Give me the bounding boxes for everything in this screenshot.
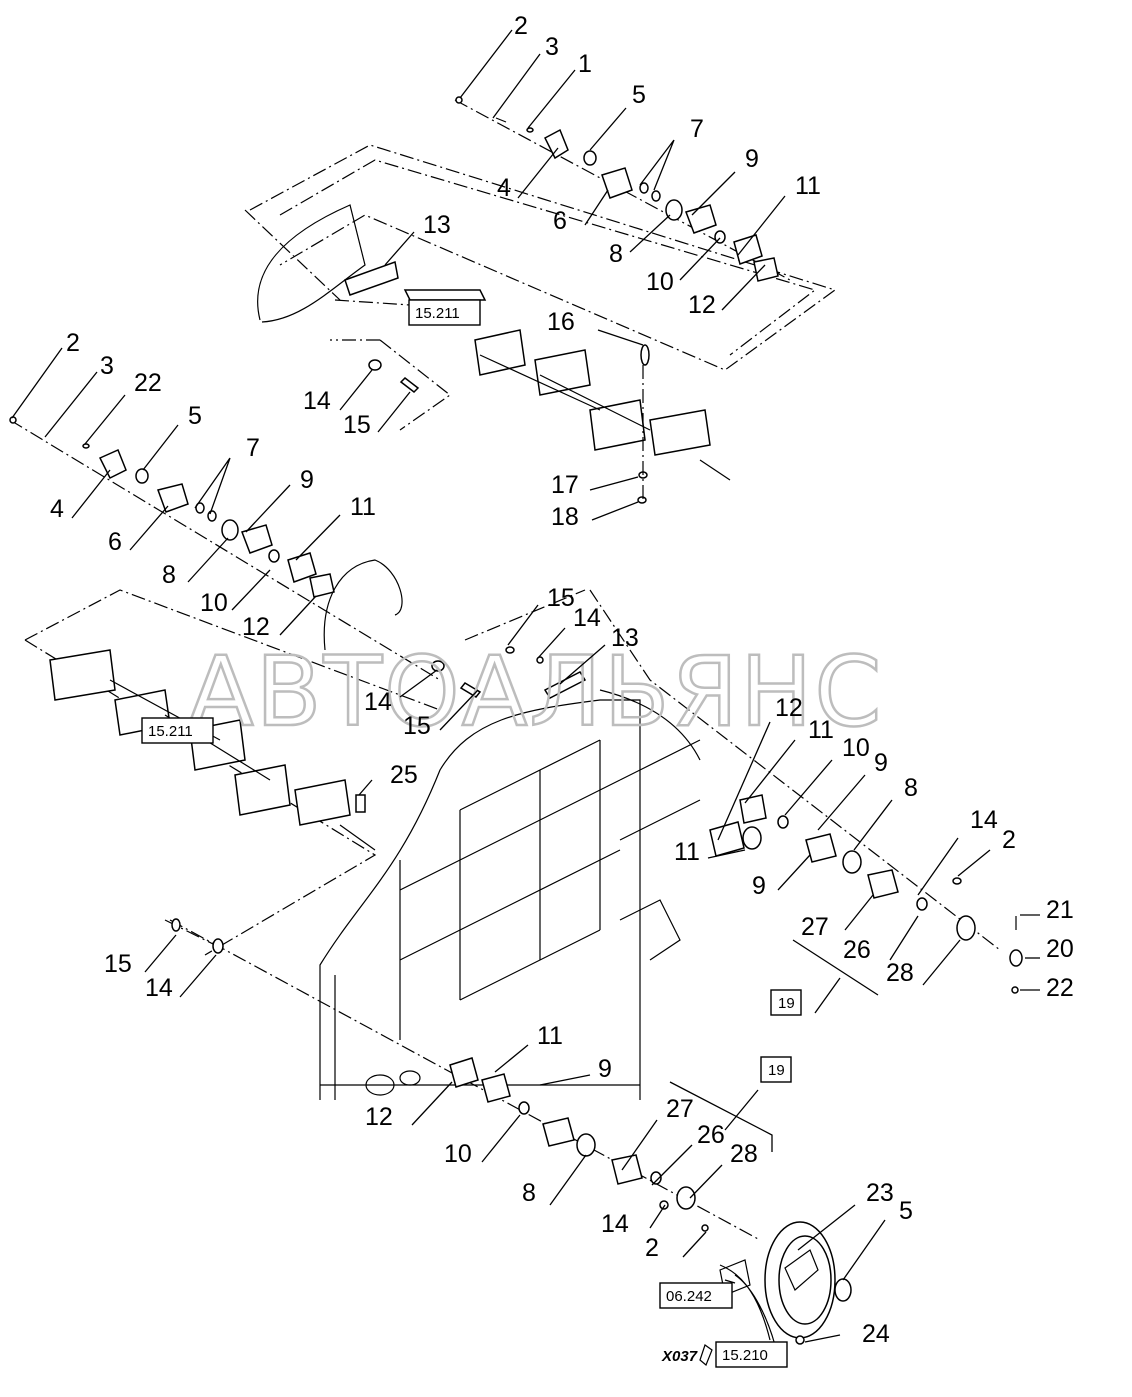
svg-text:06.242: 06.242 xyxy=(666,1288,712,1305)
right-shaft-parts xyxy=(431,646,1023,994)
callout-numbers: 2 3 1 5 7 4 9 6 11 13 8 10 12 16 14 15 1… xyxy=(50,12,1074,1348)
callout-15: 15 xyxy=(547,584,575,612)
callout-22: 22 xyxy=(134,369,162,397)
callout-8: 8 xyxy=(904,774,918,802)
callout-27: 27 xyxy=(801,913,829,941)
callout-6: 6 xyxy=(553,207,567,235)
callout-13: 13 xyxy=(611,624,639,652)
reference-box-15211-middle: 15.211 xyxy=(141,717,214,744)
callout-15: 15 xyxy=(343,411,371,439)
svg-text:19: 19 xyxy=(768,1062,785,1079)
reference-box-15210: 15.210 xyxy=(715,1341,788,1368)
callout-4: 4 xyxy=(497,174,511,202)
callout-5: 5 xyxy=(632,81,646,109)
callout-11: 11 xyxy=(537,1022,563,1050)
svg-text:15.211: 15.211 xyxy=(148,723,193,740)
callout-1: 1 xyxy=(578,50,592,78)
reference-box-19-bottom: 19 xyxy=(760,1056,792,1083)
callout-2: 2 xyxy=(645,1234,659,1262)
callout-23: 23 xyxy=(866,1179,894,1207)
callout-14: 14 xyxy=(970,806,998,834)
callout-28: 28 xyxy=(886,959,914,987)
callout-12: 12 xyxy=(775,694,803,722)
callout-10: 10 xyxy=(646,268,674,296)
callout-13: 13 xyxy=(423,211,451,239)
callout-2: 2 xyxy=(1002,826,1016,854)
callout-12: 12 xyxy=(365,1103,393,1131)
callout-15: 15 xyxy=(403,712,431,740)
callout-10: 10 xyxy=(200,589,228,617)
callout-24: 24 xyxy=(862,1320,890,1348)
svg-text:15.211: 15.211 xyxy=(415,305,460,322)
callout-3: 3 xyxy=(545,33,559,61)
callout-11: 11 xyxy=(350,493,376,521)
callout-9: 9 xyxy=(745,145,759,173)
callout-21: 21 xyxy=(1046,896,1074,924)
svg-text:19: 19 xyxy=(778,995,795,1012)
callout-20: 20 xyxy=(1046,935,1074,963)
callout-22: 22 xyxy=(1046,974,1074,1002)
callout-5: 5 xyxy=(899,1197,913,1225)
callout-8: 8 xyxy=(522,1179,536,1207)
callout-14: 14 xyxy=(303,387,331,415)
callout-8: 8 xyxy=(162,561,176,589)
callout-14: 14 xyxy=(601,1210,629,1238)
middle-shaft-assembly xyxy=(9,339,452,956)
upper-shaft-assembly xyxy=(244,96,837,504)
callout-11: 11 xyxy=(674,838,700,866)
callout-11: 11 xyxy=(795,172,821,200)
callout-14: 14 xyxy=(364,688,392,716)
callout-27: 27 xyxy=(666,1095,694,1123)
callout-3: 3 xyxy=(100,352,114,380)
callout-10: 10 xyxy=(842,734,870,762)
callout-12: 12 xyxy=(688,291,716,319)
callout-11: 11 xyxy=(808,716,834,744)
callout-18: 18 xyxy=(551,503,579,531)
callout-28: 28 xyxy=(730,1140,758,1168)
callout-25: 25 xyxy=(390,761,418,789)
callout-2: 2 xyxy=(514,12,528,40)
svg-text:15.210: 15.210 xyxy=(722,1347,768,1364)
callout-16: 16 xyxy=(547,308,575,336)
drawing-code: X037 xyxy=(661,1348,698,1365)
callout-26: 26 xyxy=(843,936,871,964)
leader-lines xyxy=(11,29,1040,1343)
lower-shaft-parts xyxy=(171,918,852,1366)
callout-26: 26 xyxy=(697,1121,725,1149)
callout-5: 5 xyxy=(188,402,202,430)
callout-7: 7 xyxy=(246,434,260,462)
callout-2: 2 xyxy=(66,329,80,357)
callout-6: 6 xyxy=(108,528,122,556)
callout-10: 10 xyxy=(444,1140,472,1168)
callout-9: 9 xyxy=(874,749,888,777)
callout-9: 9 xyxy=(300,466,314,494)
reference-box-15211-upper: 15.211 xyxy=(408,299,481,326)
callout-9: 9 xyxy=(752,872,766,900)
callout-9: 9 xyxy=(598,1055,612,1083)
callout-14: 14 xyxy=(145,974,173,1002)
callout-14: 14 xyxy=(573,604,601,632)
watermark-text: АВТОАЛЬЯНС xyxy=(188,636,883,748)
callout-17: 17 xyxy=(551,471,579,499)
callout-4: 4 xyxy=(50,495,64,523)
callout-8: 8 xyxy=(609,240,623,268)
reference-box-06242: 06.242 xyxy=(659,1282,733,1309)
callout-7: 7 xyxy=(690,115,704,143)
frame-assembly xyxy=(164,589,1001,1241)
callout-12: 12 xyxy=(242,613,270,641)
callout-15: 15 xyxy=(104,950,132,978)
reference-box-19-right: 19 xyxy=(770,989,802,1016)
